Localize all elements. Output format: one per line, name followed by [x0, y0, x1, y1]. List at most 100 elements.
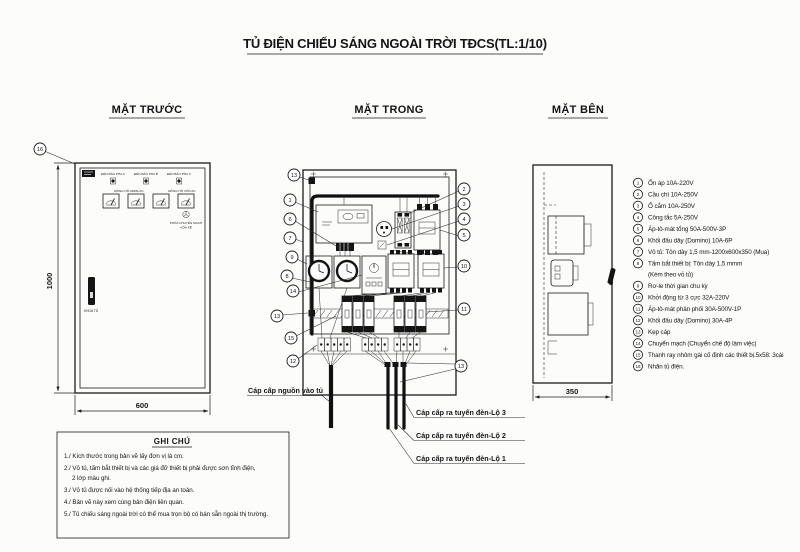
legend-text: Vỏ tủ: Tôn dày 1,5 mm-1200x600x350 (Mua) — [648, 248, 769, 256]
legend-num: 3 — [637, 204, 640, 209]
lock-label: KHOÁ TỦ — [84, 308, 99, 313]
power-socket — [376, 221, 392, 237]
inside-view-label: MẶT TRONG — [354, 103, 423, 116]
ampe-meter-label: ĐỒNG HỒ AMPE AC — [114, 188, 144, 193]
contactor — [417, 250, 445, 293]
timer-relay — [305, 255, 333, 289]
volt-meter-icon — [177, 193, 195, 209]
volt-selector-icon — [182, 211, 190, 218]
side-bracket — [547, 340, 557, 355]
legend-text: Ổ cắm 10A-250V — [648, 201, 696, 210]
breaker-unit — [415, 295, 427, 333]
main-breaker — [413, 196, 441, 255]
callout-13d: 13 — [458, 364, 464, 370]
cables — [320, 350, 417, 430]
legend-text: Áp-tô-mát tổng 50A-500V-3P — [648, 224, 726, 233]
note-line: 2 lớp màu ghi. — [72, 475, 111, 482]
legend-item: 13 Kẹp cáp — [633, 326, 671, 337]
ampe-meter-icon — [102, 193, 120, 209]
callout-15: 15 — [288, 336, 294, 342]
legend-num: 9 — [637, 284, 640, 289]
domino-block — [336, 243, 354, 256]
contactor — [387, 250, 415, 293]
callout-10: 10 — [461, 264, 467, 270]
legend-text: Chuyển mạch (Chuyển chế độ làm việc) — [648, 339, 756, 348]
callout-13: 13 — [291, 173, 297, 179]
callout-16 — [33, 142, 47, 156]
legend-num: 13 — [635, 330, 641, 335]
cable-clamp — [400, 362, 407, 367]
lamp-label-b: ĐÈN BÁO PHA B — [134, 171, 158, 176]
note-line: 4./ Bản vẽ này xem cùng bản điện liên qu… — [64, 499, 184, 506]
callout-8: 8 — [285, 274, 288, 280]
inside-callouts-right: 2 3 4 5 10 11 13 — [386, 182, 471, 383]
legend-num: 2 — [637, 192, 640, 197]
callout-13b: 14 — [290, 289, 296, 295]
legend-num: 14 — [635, 341, 641, 346]
callout-2: 2 — [462, 187, 465, 193]
legend-num: 12 — [635, 318, 641, 323]
legend-num: 6 — [637, 238, 640, 243]
legend-item: 6 Khối đấu dây (Domino) 10A-6P — [633, 235, 732, 246]
inside-cabinet-outline — [302, 169, 457, 396]
breaker-unit — [352, 295, 364, 333]
legend-text: Khối đấu dây (Domino) 30A-4P — [648, 316, 732, 325]
cable-clamp — [308, 310, 315, 317]
legend-item: 7 Vỏ tủ: Tôn dày 1,5 mm-1200x600x350 (Mua… — [633, 246, 769, 257]
callout-12: 12 — [290, 359, 296, 365]
legend-text: Khởi động từ 3 cực 32A-220V — [648, 294, 730, 302]
inside-view: 13 1 6 7 9 8 14 13 15 12 2 3 — [270, 168, 471, 430]
cable-clamp — [308, 177, 315, 184]
side-cabinet-outline — [532, 164, 613, 384]
note-line: 2./ Vỏ tủ, tấm bắt thiết bị và các giá đ… — [64, 465, 256, 472]
wiring — [318, 249, 437, 339]
light-switch — [377, 240, 387, 250]
page-title: TỦ ĐIỆN CHIẾU SÁNG NGOÀI TRỜI TĐCS(TL:1/… — [243, 36, 547, 51]
legend-num: 8 — [637, 261, 640, 266]
cable-clamp — [392, 362, 399, 367]
callout-4: 4 — [462, 217, 465, 223]
note-line: 3./ Vỏ tủ được nối vào hệ thống tiếp địa… — [64, 487, 195, 494]
ampe-meter-icon — [152, 193, 170, 209]
din-rail — [310, 308, 449, 319]
terminal-block-out — [361, 337, 421, 352]
lamp-label-a: ĐÈN BÁO PHA A — [101, 171, 126, 176]
cable-out2-label: Cáp cấp ra tuyến đèn-Lộ 2 — [416, 431, 506, 440]
legend-text: Khối đấu dây (Domino) 10A-6P — [648, 236, 732, 245]
callout-13c: 13 — [274, 314, 280, 320]
legend-num: 7 — [637, 250, 640, 255]
side-view-label: MẶT BÊN — [552, 103, 604, 116]
legend-text: Thanh ray nhôm gài cố định các thiết bị.… — [648, 350, 783, 359]
phase-lamp-icon — [110, 177, 182, 185]
fuse-block — [394, 196, 412, 249]
note-line: 1./ Kích thước trong bản vẽ lấy đơn vị l… — [64, 453, 184, 460]
selector-label-line1: KHÓA CHUYỂN MẠCH — [170, 220, 203, 225]
legend-text: Áp-tô-mát phân phối 30A-500V-1P — [648, 304, 741, 313]
volt-meter-label: ĐỒNG HỒ VÔN AC — [168, 188, 196, 193]
legend-item: 14 Chuyển mạch (Chuyển chế độ làm việc) — [633, 338, 757, 349]
legend-item: 10 Khởi động từ 3 cực 32A-220V — [633, 292, 730, 303]
side-component-top — [547, 215, 592, 255]
legend-num: 4 — [637, 215, 640, 220]
timer-relay — [333, 255, 361, 289]
legend-text: Kẹp cáp — [648, 329, 671, 336]
mode-selector-switch — [361, 255, 387, 295]
legend-item: 2 Cầu chì 10A-250V — [633, 189, 699, 200]
breaker-unit — [404, 295, 416, 333]
legend-num: 11 — [636, 307, 641, 312]
side-door-handle — [607, 268, 616, 285]
legend-text: Cầu chì 10A-250V — [648, 190, 699, 199]
note-line: 5./ Tủ chiếu sáng ngoài trời có thể mua … — [64, 511, 268, 518]
selector-label-line2: VÔN KẾ — [180, 225, 192, 230]
breaker-unit — [341, 295, 353, 333]
legend-text: Ổn áp 10A-220V — [648, 178, 694, 187]
ampe-meter-icon — [127, 193, 145, 209]
legend-num: 10 — [635, 295, 641, 300]
callout-3: 3 — [462, 202, 465, 208]
